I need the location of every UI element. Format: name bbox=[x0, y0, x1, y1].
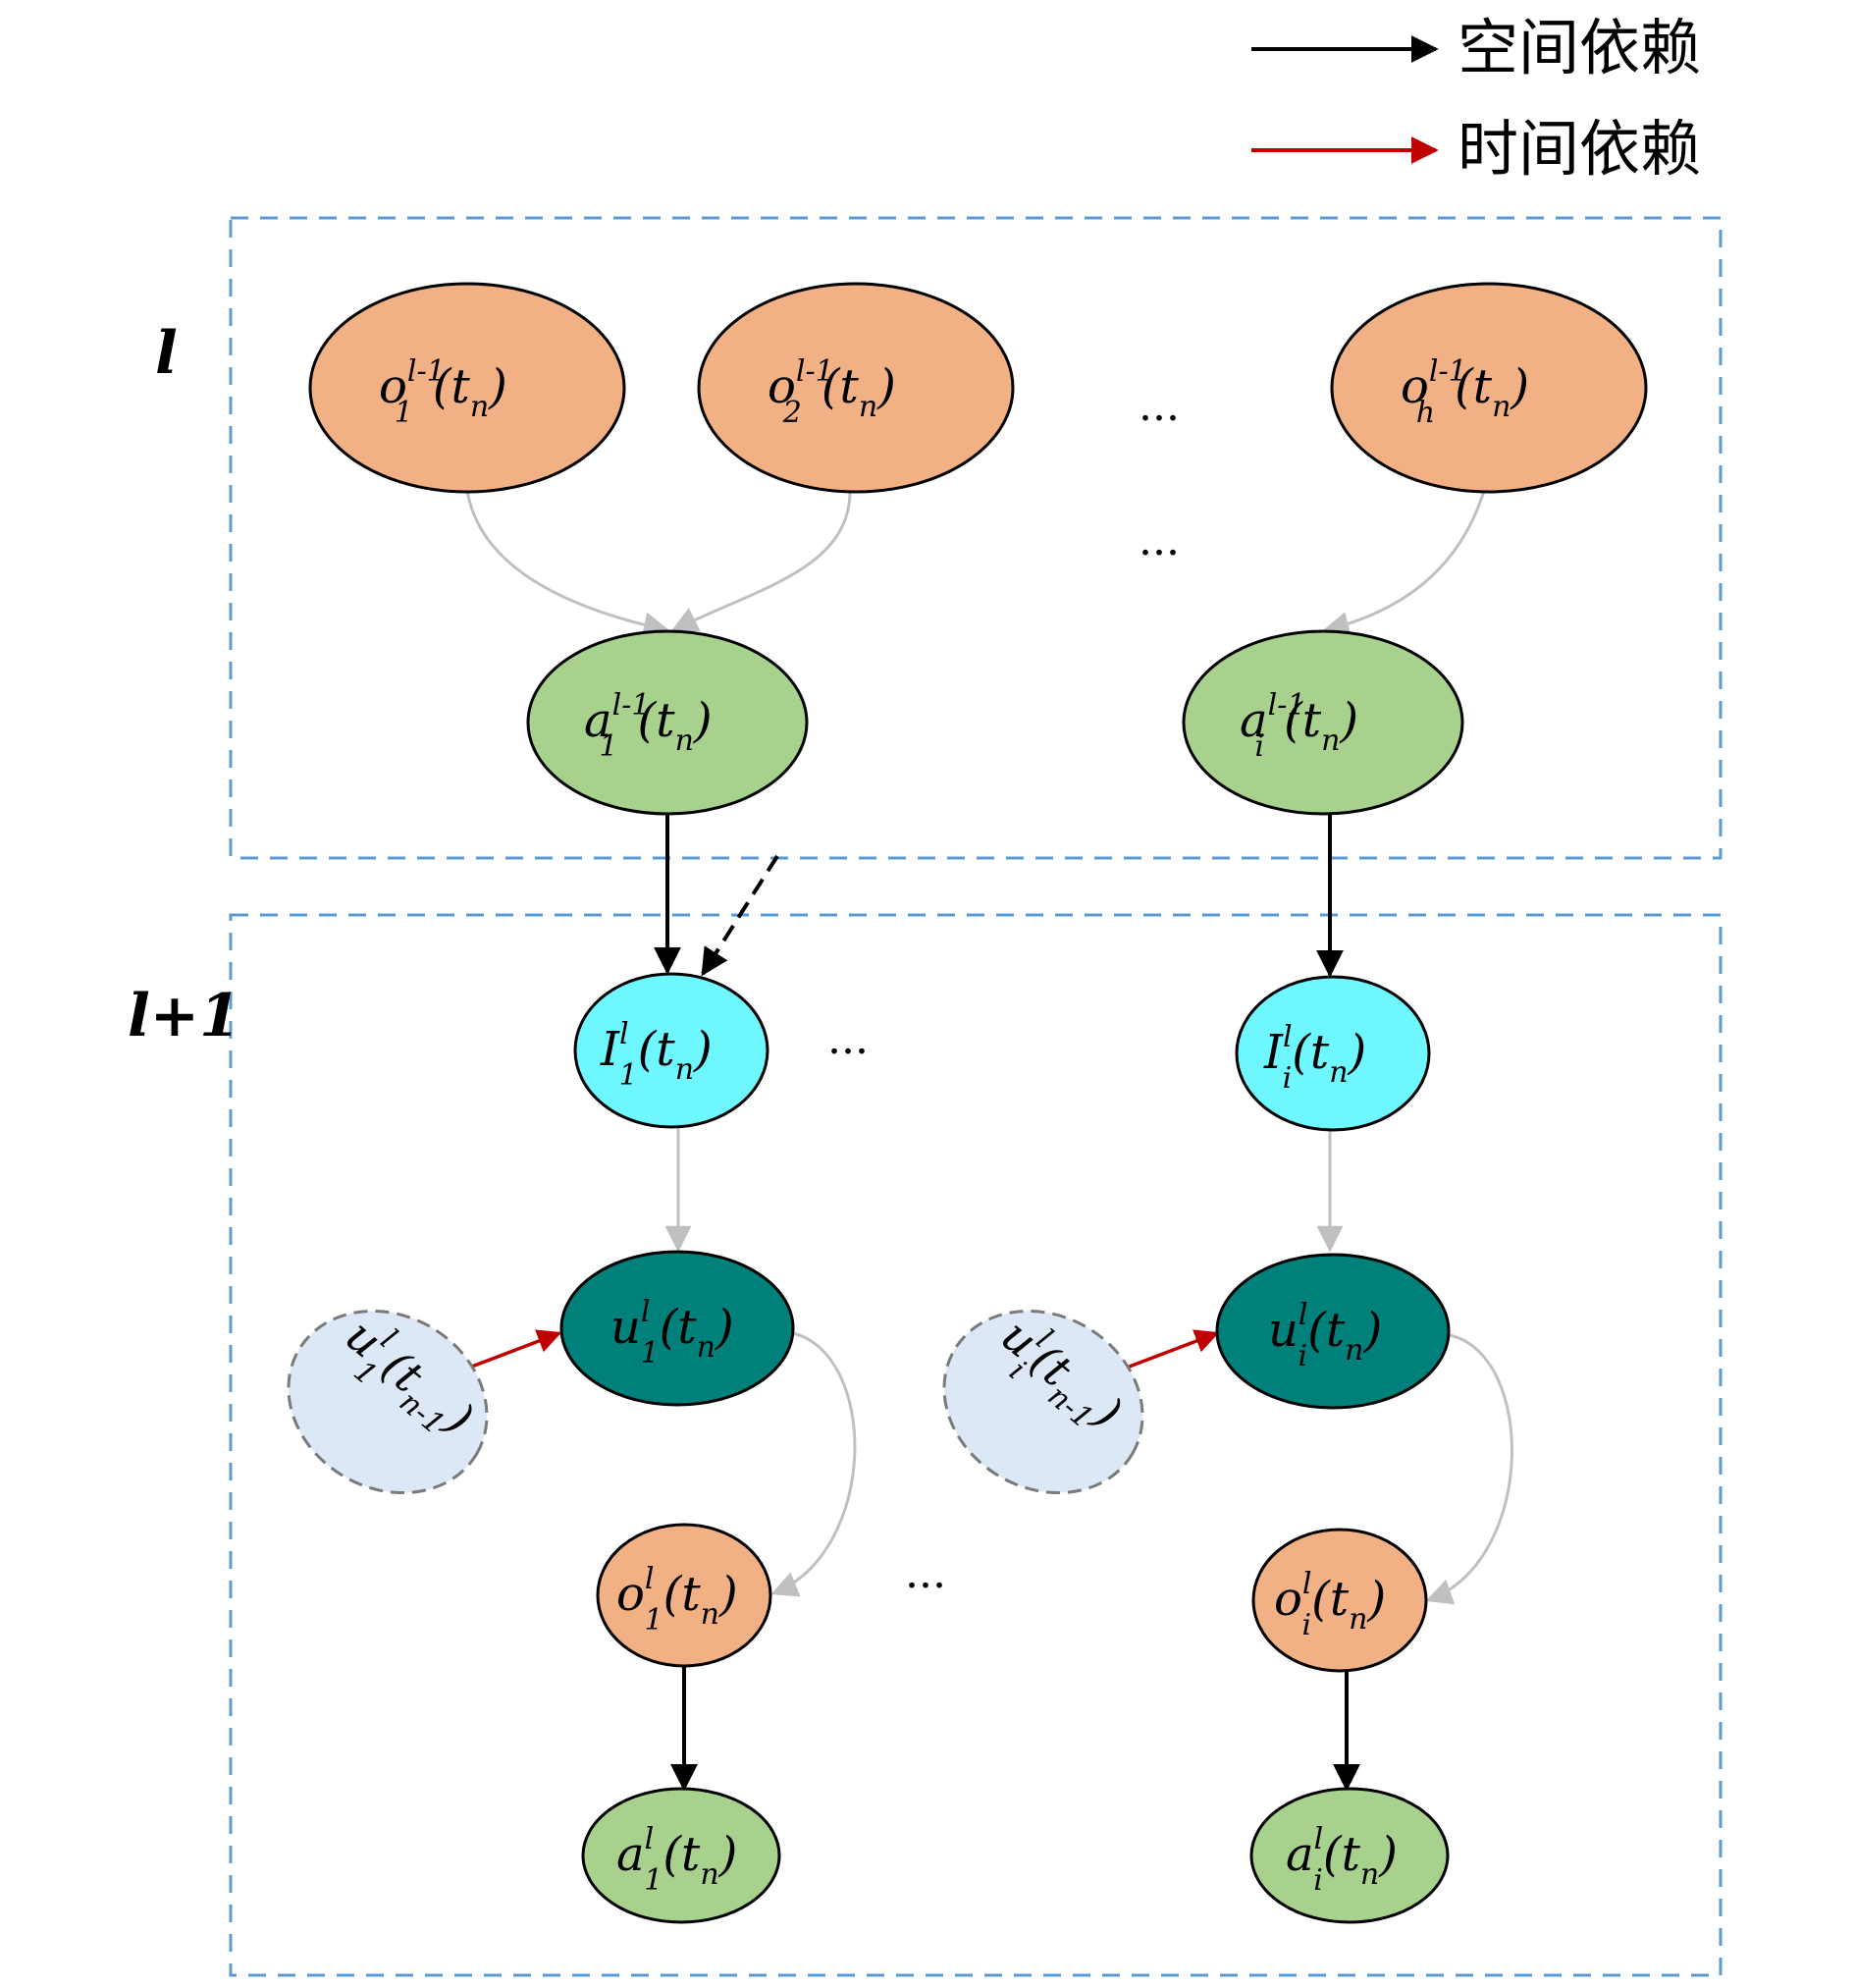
svg-text:al-1i(tn): al-1i(tn) bbox=[1240, 688, 1358, 764]
ellipsis-top-1: ... bbox=[1139, 381, 1180, 431]
svg-text:ali(tn): ali(tn) bbox=[1286, 1822, 1398, 1898]
svg-text:ol1(tn): ol1(tn) bbox=[616, 1562, 738, 1638]
edge-uiprev-ui bbox=[1126, 1329, 1220, 1370]
ellipsis-bottom: ... bbox=[905, 1548, 946, 1598]
edge-u1-o1 bbox=[770, 1331, 857, 1597]
layer-l-box bbox=[229, 216, 1722, 860]
svg-text:al-11(tn): al-11(tn) bbox=[584, 688, 713, 764]
svg-text:ul1(tn): ul1(tn) bbox=[610, 1295, 734, 1370]
legend-temporal-label: 时间依赖 bbox=[1458, 113, 1701, 185]
edge-u1prev-u1 bbox=[468, 1329, 562, 1370]
ellipsis-top-2: ... bbox=[1139, 515, 1180, 565]
svg-text:Ili(tn): Ili(tn) bbox=[1263, 1020, 1366, 1096]
svg-text:Il1(tn): Il1(tn) bbox=[600, 1017, 713, 1093]
ellipsis-mid: ... bbox=[827, 1014, 869, 1064]
edge-ohprev-aiprev bbox=[1322, 490, 1486, 638]
edge-dashed-I1 bbox=[701, 854, 779, 977]
svg-text:uli(tn): uli(tn) bbox=[1268, 1298, 1382, 1373]
svg-text:oli(tn): oli(tn) bbox=[1274, 1567, 1386, 1642]
layer-l-label: l bbox=[155, 319, 178, 388]
edge-ui-oi bbox=[1425, 1333, 1513, 1605]
legend-spatial-label: 空间依赖 bbox=[1458, 12, 1701, 83]
svg-text:ol-12(tn): ol-12(tn) bbox=[768, 354, 896, 430]
layer-l-plus-1-label: l+1 bbox=[128, 982, 240, 1050]
edge-o2prev-a1prev bbox=[670, 490, 852, 632]
layer-l-plus-1-box bbox=[229, 913, 1722, 1977]
svg-text:al1(tn): al1(tn) bbox=[616, 1822, 737, 1898]
svg-text:ol-11(tn): ol-11(tn) bbox=[379, 354, 507, 430]
svg-text:ol-1h(tn): ol-1h(tn) bbox=[1401, 354, 1529, 430]
node-u1-prev: ul1(tn-1) bbox=[287, 1309, 489, 1495]
edge-o1prev-a1prev bbox=[465, 490, 670, 638]
legend: 空间依赖 时间依赖 bbox=[1251, 12, 1701, 185]
node-ui-prev: uli(tn-1) bbox=[942, 1309, 1144, 1495]
